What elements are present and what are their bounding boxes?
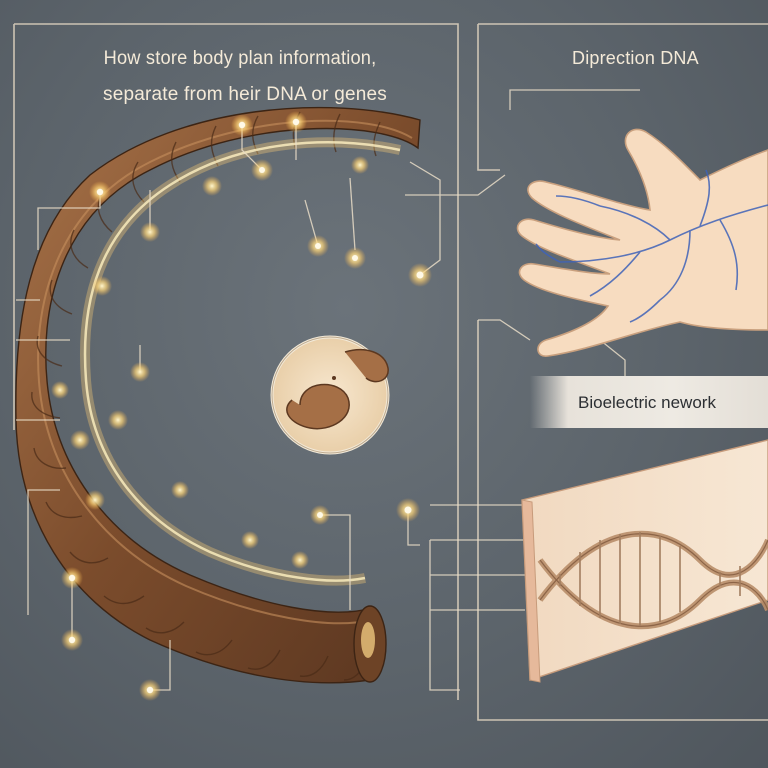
magnifier-inset [270,335,390,455]
label-banner [530,376,768,428]
title-line-2: separate from heir DNA or genes [103,84,387,105]
dna-helix-block [521,439,768,683]
hand-illustration [516,128,768,357]
glow-nodes [51,111,432,701]
panel-frames [13,23,768,721]
worm-illustration [15,106,421,684]
label-bioelectric-network: Bioelectric nework [578,393,716,412]
title-line-1: How store body plan information, [103,48,377,69]
label-direction-dna: Diprection DNA [572,48,699,68]
